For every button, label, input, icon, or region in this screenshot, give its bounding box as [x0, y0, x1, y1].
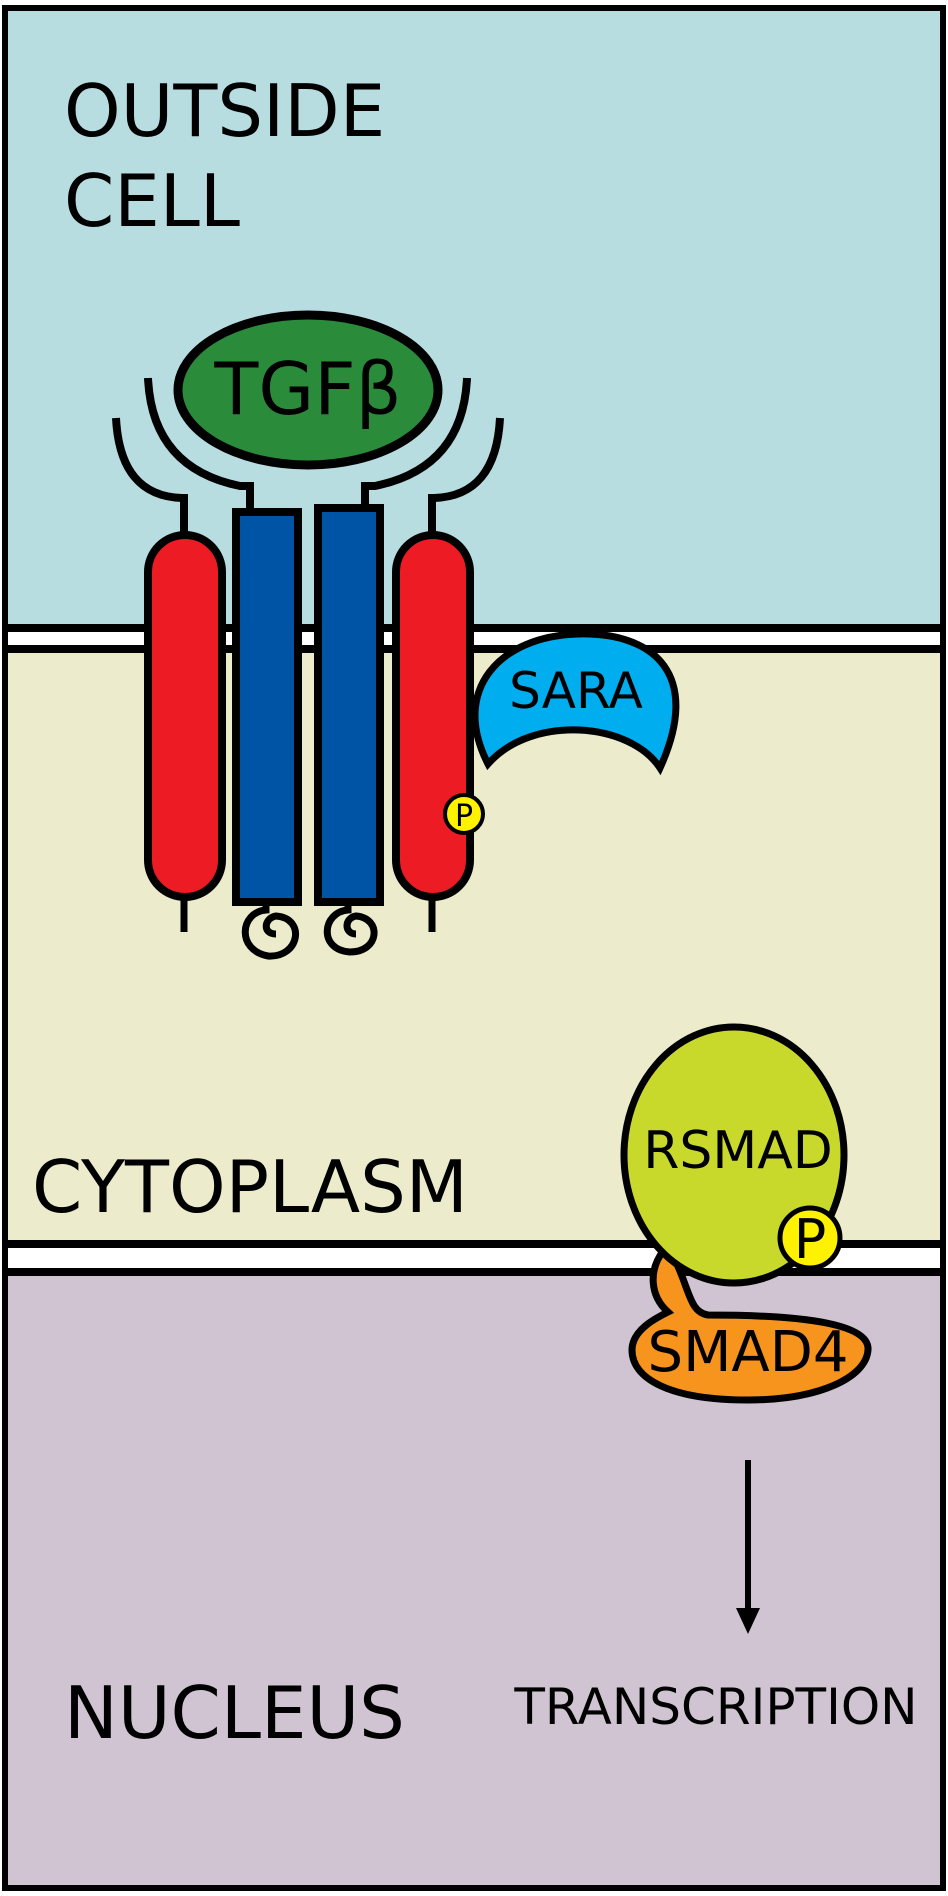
receptor-phosphate-label: P — [455, 799, 473, 834]
rsmad-phosphate-icon — [777, 1205, 843, 1271]
outside-cell-label: OUTSIDE CELL — [64, 69, 408, 243]
smad4-protein — [628, 1244, 872, 1404]
transcription-label: TRANSCRIPTION — [513, 1678, 917, 1736]
sara-protein — [471, 630, 680, 776]
outside-cell-label-line2: CELL — [64, 159, 240, 243]
sara-label: SARA — [509, 662, 643, 720]
receptor-tails — [180, 897, 436, 960]
outside-cell-region — [5, 8, 943, 632]
nucleus-label: NUCLEUS — [64, 1671, 405, 1755]
type1-receptor-left — [144, 531, 226, 901]
tgf-beta-label: TGFβ — [213, 347, 401, 431]
tgf-beta-ligand — [173, 310, 443, 470]
rsmad-phosphate-label: P — [794, 1208, 827, 1271]
type2-receptor-left — [232, 508, 302, 906]
type2-receptor-right — [314, 504, 384, 906]
cytoplasm-label: CYTOPLASM — [32, 1145, 468, 1229]
outside-cell-label-line1: OUTSIDE — [64, 69, 385, 153]
receptor-arms — [112, 377, 504, 540]
diagram-frame — [2, 5, 946, 1891]
rsmad-label: RSMAD — [643, 1121, 833, 1181]
down-arrow-icon — [736, 1460, 760, 1634]
receptor-phosphate-icon — [443, 793, 485, 835]
type1-receptor-right — [392, 531, 474, 901]
smad4-label: SMAD4 — [648, 1320, 849, 1385]
